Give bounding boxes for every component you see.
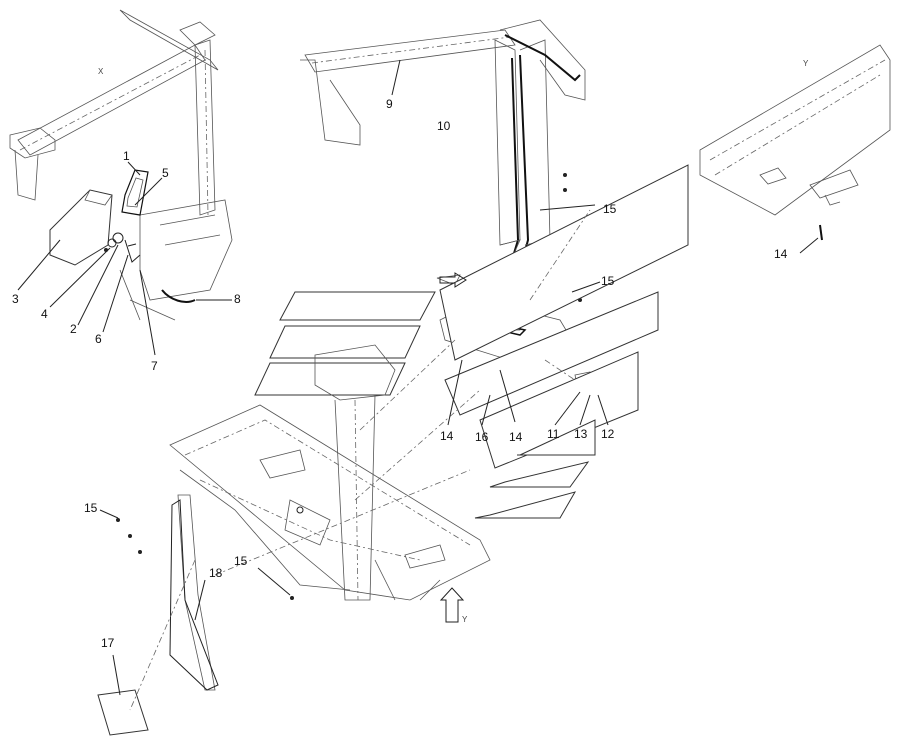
view-y-arrow-icon	[439, 587, 465, 623]
view-arrow-label-y: Y	[462, 615, 468, 624]
side-panels	[97, 494, 219, 736]
callout-10: 10	[437, 119, 451, 133]
direction-arrow-icon	[439, 272, 467, 288]
callout-15-lower: 15	[234, 554, 248, 568]
callout-15-middle: 15	[601, 274, 615, 288]
callout-leaders	[17, 59, 609, 696]
floor-and-pillar	[116, 344, 491, 601]
callout-5: 5	[162, 166, 169, 180]
callout-11: 11	[547, 427, 560, 441]
leader-lines	[129, 209, 591, 711]
callout-15-left: 15	[84, 501, 98, 515]
callout-18: 18	[209, 566, 223, 580]
callout-6: 6	[95, 332, 102, 346]
detail-view-y	[699, 44, 891, 254]
callout-17: 17	[101, 636, 115, 650]
callout-2: 2	[70, 322, 77, 336]
callout-3: 3	[12, 292, 19, 306]
callout-14-center: 14	[509, 430, 523, 444]
callout-12: 12	[601, 427, 615, 441]
view-label-x: X	[98, 67, 104, 76]
callout-13: 13	[574, 427, 588, 441]
callout-1: 1	[123, 149, 130, 163]
trim-panels	[254, 164, 689, 519]
view-label-y: Y	[803, 59, 809, 68]
callout-8: 8	[234, 292, 241, 306]
callout-15-upper: 15	[603, 202, 617, 216]
callout-14-right: 14	[774, 247, 788, 261]
detail-view-x	[9, 9, 233, 321]
callout-16: 16	[475, 430, 489, 444]
callout-4: 4	[41, 307, 48, 321]
callout-9: 9	[386, 97, 393, 111]
callout-7: 7	[151, 359, 158, 373]
callout-14-left: 14	[440, 429, 454, 443]
